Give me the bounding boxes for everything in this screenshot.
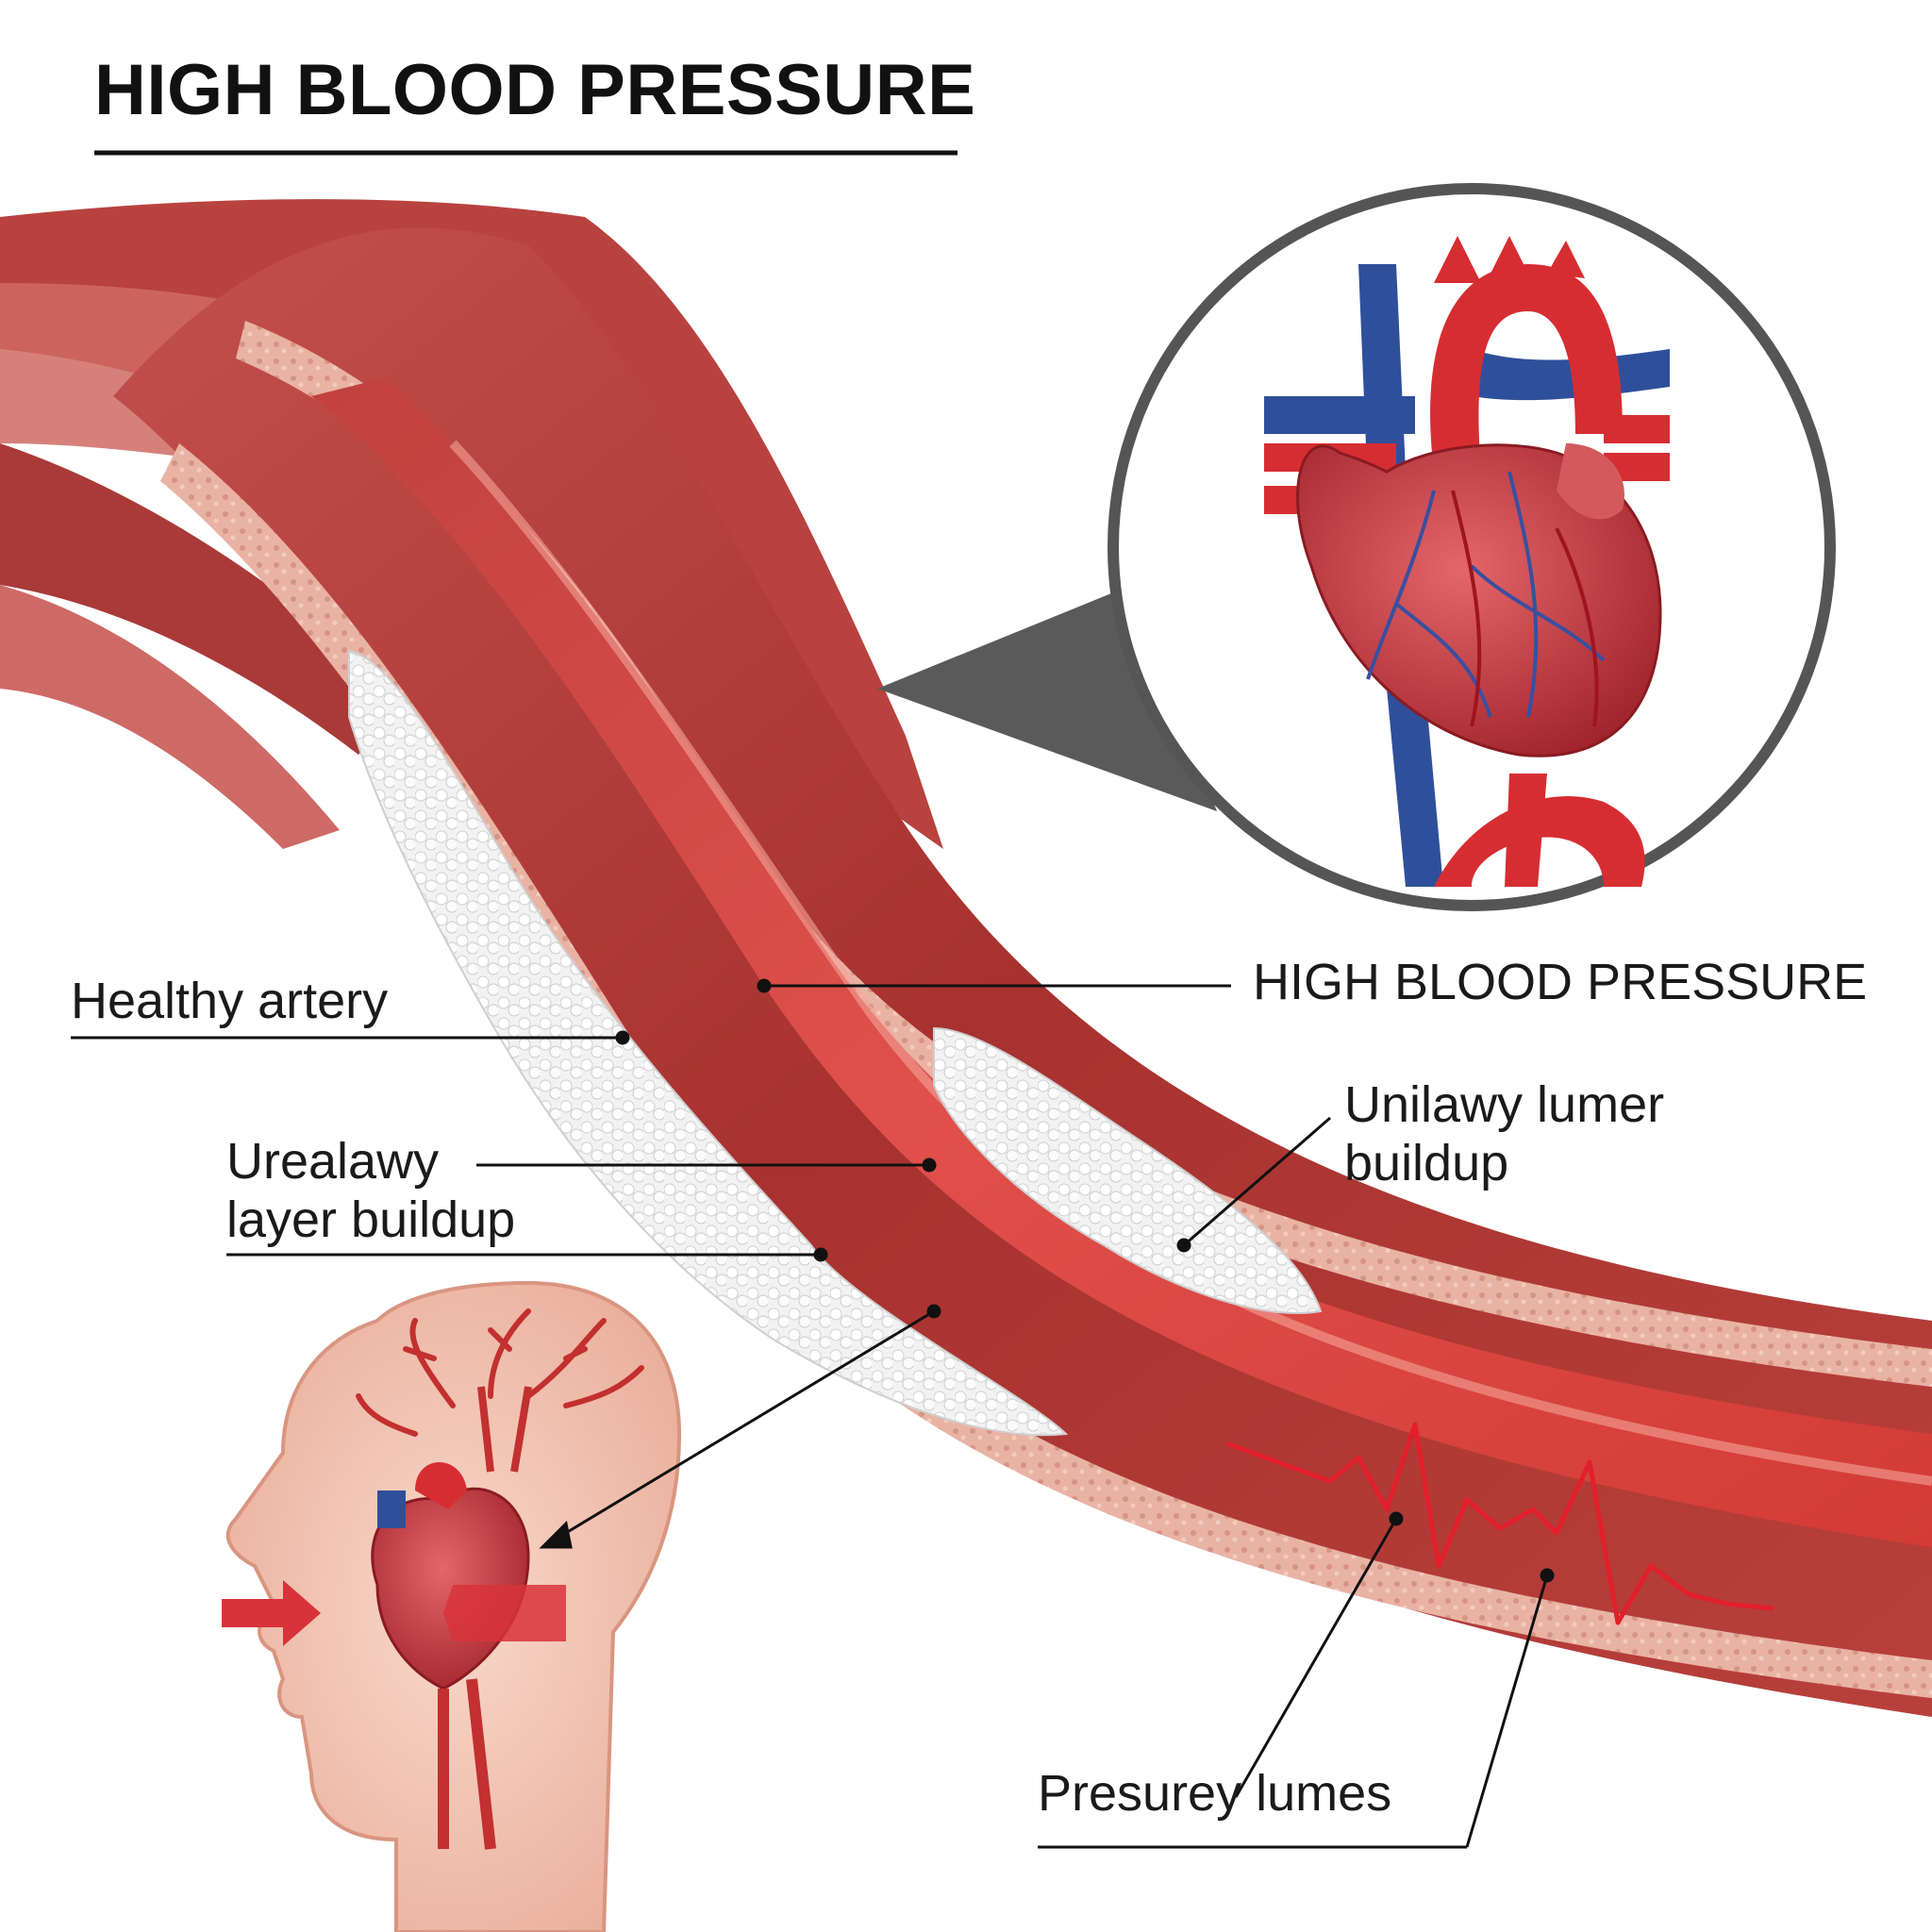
leader-lines <box>71 978 1555 1849</box>
leader-unilawy-lumer <box>1183 1116 1331 1247</box>
head-illustration <box>222 1280 682 1932</box>
heart-illustration <box>1296 443 1662 758</box>
heart-callout <box>877 183 1836 911</box>
label-unilawy-lumer-buildup: Unilawy lumer buildup <box>1344 1076 1665 1192</box>
leader-presurey-b <box>1465 1574 1549 1848</box>
plaque-right <box>933 1026 1323 1314</box>
label-presurey-lumes: Presurey lumes <box>1038 1765 1392 1822</box>
page-title: HIGH BLOOD PRESSURE <box>94 50 976 130</box>
leader-head-arrow <box>541 1309 935 1549</box>
label-healthy-artery: Healthy artery <box>71 973 389 1029</box>
label-urealawy-layer-buildup: Urealawy layer buildup <box>226 1133 516 1249</box>
leader-presurey-a <box>1234 1518 1398 1798</box>
pulse-waveform <box>1225 1422 1774 1625</box>
label-high-blood-pressure: HIGH BLOOD PRESSURE <box>1253 954 1868 1010</box>
